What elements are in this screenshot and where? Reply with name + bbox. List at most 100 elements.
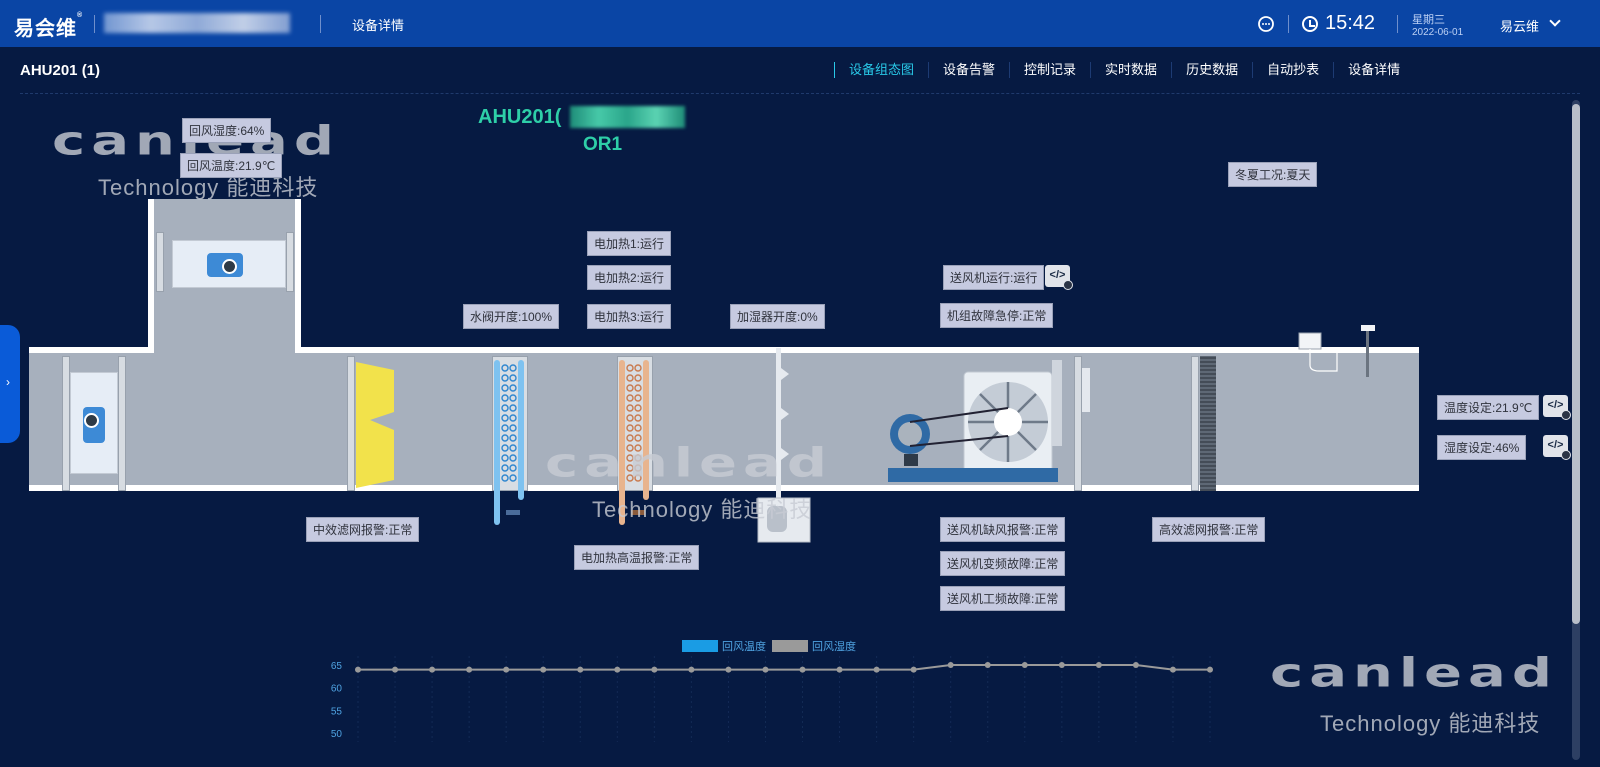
supply-air-sensor-icon: [1298, 325, 1375, 377]
season-mode-label: 冬夏工况:夏天: [1228, 162, 1318, 187]
blurred-project-name: [104, 13, 290, 33]
data-point[interactable]: [614, 666, 621, 673]
frame-post: [286, 232, 294, 292]
frame-post: [347, 356, 355, 491]
legend-item-temp[interactable]: 回风温度: [682, 638, 766, 654]
scrollbar-thumb[interactable]: [1572, 104, 1580, 624]
heater3-status-label: 电加热3:运行: [587, 304, 672, 329]
heater-high-temp-alarm-label: 电加热高温报警:正常: [574, 545, 700, 570]
electric-heater-icon: [619, 360, 649, 525]
unit-fault-label: 机组故障急停:正常: [940, 303, 1054, 328]
date: 2022-06-01: [1412, 27, 1464, 38]
divider: [1288, 15, 1289, 33]
temp-setpoint-control-button[interactable]: </>: [1543, 395, 1571, 420]
heater1-status-label: 电加热1:运行: [587, 231, 672, 256]
frame-post: [156, 232, 164, 292]
data-point[interactable]: [688, 666, 695, 673]
return-air-sensor: [172, 240, 286, 288]
data-point[interactable]: [910, 666, 917, 673]
watermark: canlead: [545, 440, 833, 487]
data-point[interactable]: [984, 662, 991, 669]
y-tick-label: 60: [331, 684, 343, 695]
medium-filter-alarm-label: 中效滤网报警:正常: [306, 517, 420, 542]
tab-history[interactable]: 历史数据: [1171, 62, 1252, 78]
y-tick-label: 55: [331, 706, 343, 717]
app-logo[interactable]: 易会维®: [14, 12, 84, 40]
cooling-coil-icon: [494, 360, 524, 525]
weekday: 星期三: [1412, 14, 1445, 26]
current-time: 15:42: [1325, 12, 1376, 34]
tab-control-log[interactable]: 控制记录: [1009, 62, 1090, 78]
legend-swatch: [682, 640, 718, 652]
return-temp-label: 回风温度:21.9℃: [180, 153, 283, 178]
data-point[interactable]: [725, 666, 732, 673]
unit-model-subtitle: OR1: [583, 134, 623, 155]
scrollbar[interactable]: [1572, 100, 1580, 760]
fan-run-status-label: 送风机运行:运行: [943, 265, 1045, 290]
data-point[interactable]: [540, 666, 547, 673]
data-point[interactable]: [1058, 662, 1065, 669]
divider: [1397, 15, 1398, 33]
fan-power-fault-label: 送风机工频故障:正常: [940, 586, 1066, 611]
fan-vfd-fault-label: 送风机变频故障:正常: [940, 551, 1066, 576]
data-point[interactable]: [1169, 666, 1176, 673]
side-expand-tab[interactable]: ›: [0, 325, 20, 443]
watermark: canlead: [1270, 650, 1558, 697]
humidity-setpoint-control-button[interactable]: </>: [1543, 435, 1571, 460]
humidifier-opening-label: 加湿器开度:0%: [730, 304, 825, 329]
fan-air-loss-alarm-label: 送风机缺风报警:正常: [940, 517, 1066, 542]
tab-alarms[interactable]: 设备告警: [928, 62, 1009, 78]
tab-bar: 设备组态图 设备告警 控制记录 实时数据 历史数据 自动抄表 设备详情: [834, 62, 1414, 78]
data-point[interactable]: [392, 666, 399, 673]
divider: [94, 15, 95, 33]
data-point[interactable]: [799, 666, 806, 673]
data-point[interactable]: [355, 666, 361, 673]
hepa-filter-alarm-label: 高效滤网报警:正常: [1152, 517, 1266, 542]
sensor-icon: [207, 253, 243, 277]
tab-meter-reading[interactable]: 自动抄表: [1252, 62, 1333, 78]
fan-run-control-button[interactable]: </>: [1045, 265, 1073, 290]
y-tick-label: 50: [331, 729, 343, 740]
supply-fan-icon: [888, 360, 1090, 482]
air-handler-duct: [29, 347, 1419, 491]
data-point[interactable]: [873, 666, 880, 673]
data-point[interactable]: [1095, 662, 1102, 669]
data-point[interactable]: [503, 666, 510, 673]
watermark-subtitle: Technology 能迪科技: [592, 497, 813, 522]
legend-item-humidity[interactable]: 回风湿度: [772, 638, 856, 654]
chat-icon[interactable]: [1257, 15, 1275, 33]
data-point[interactable]: [836, 666, 843, 673]
header-divider: [20, 93, 1580, 94]
humidifier-icon: [757, 348, 811, 543]
valve-opening-label: 水阀开度:100%: [463, 304, 560, 329]
tab-topology[interactable]: 设备组态图: [834, 62, 928, 78]
data-point[interactable]: [429, 666, 436, 673]
y-tick-label: 65: [331, 661, 343, 672]
humidity-setpoint-label: 湿度设定:46%: [1437, 435, 1527, 460]
blurred-model-code: [570, 106, 685, 128]
sensor-icon: [83, 407, 105, 443]
divider: [320, 15, 321, 33]
heater2-status-label: 电加热2:运行: [587, 265, 672, 290]
legend-swatch: [772, 640, 808, 652]
data-point[interactable]: [651, 666, 658, 673]
data-point[interactable]: [466, 666, 473, 673]
data-point[interactable]: [577, 666, 584, 673]
frame-post: [1191, 356, 1199, 491]
medium-filter-icon: [356, 362, 394, 488]
chevron-down-icon[interactable]: [1549, 15, 1561, 27]
tab-realtime[interactable]: 实时数据: [1090, 62, 1171, 78]
frame-post: [62, 356, 70, 491]
data-point[interactable]: [762, 666, 769, 673]
series-line-humidity: [358, 664, 1210, 671]
frame-post: [118, 356, 126, 491]
user-menu[interactable]: 易云维: [1500, 19, 1540, 34]
watermark-subtitle: Technology 能迪科技: [98, 175, 319, 200]
page-title: 设备详情: [352, 18, 405, 33]
data-point[interactable]: [1021, 662, 1028, 669]
data-point[interactable]: [947, 662, 954, 669]
tab-device-details[interactable]: 设备详情: [1333, 62, 1414, 78]
clock-icon: [1302, 16, 1318, 32]
data-point[interactable]: [1132, 662, 1139, 669]
data-point[interactable]: [1207, 666, 1213, 673]
